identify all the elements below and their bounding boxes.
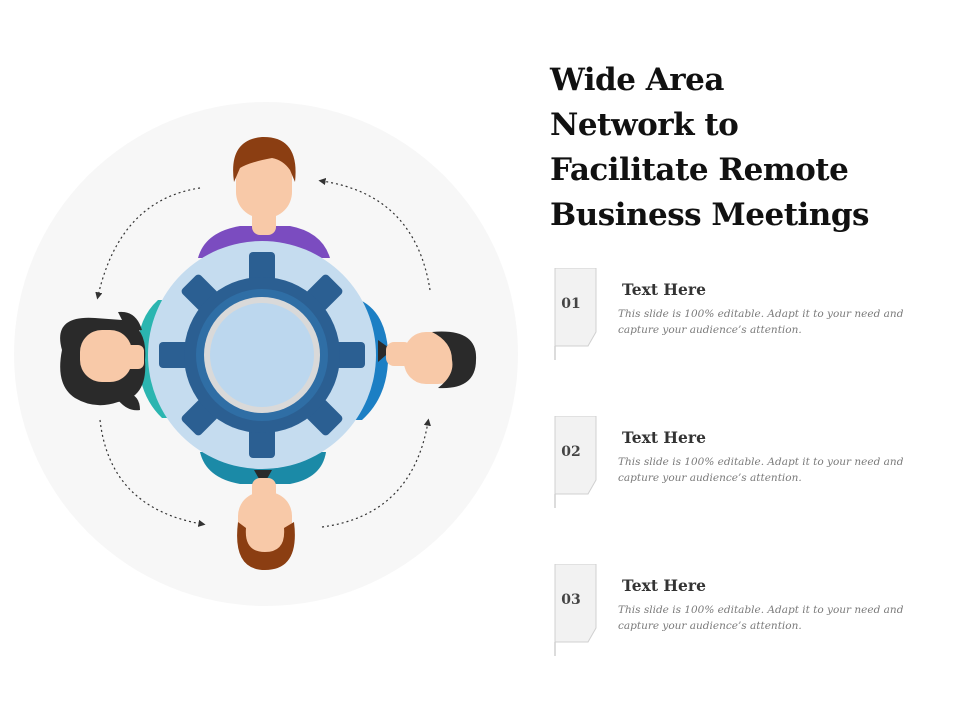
gear-icon	[159, 252, 365, 458]
item-number: 02	[561, 444, 581, 460]
slide-title: Wide Area Network to Facilitate Remote B…	[550, 58, 940, 238]
item-heading: Text Here	[622, 576, 706, 595]
number-card-icon	[554, 416, 597, 508]
item-number: 01	[561, 296, 581, 312]
item-description: This slide is 100% editable. Adapt it to…	[618, 308, 904, 336]
list-item: 01 Text Here This slide is 100% editable…	[554, 268, 934, 368]
list-item: 02 Text Here This slide is 100% editable…	[554, 416, 934, 516]
item-number: 03	[561, 592, 581, 608]
number-card-icon	[554, 564, 597, 656]
number-card-icon	[554, 268, 597, 360]
title-line: Facilitate Remote	[550, 152, 849, 188]
cycle-arrows-icon	[95, 177, 431, 528]
item-heading: Text Here	[622, 428, 706, 447]
title-line: Network to	[550, 107, 739, 143]
title-line: Business Meetings	[550, 197, 869, 233]
item-description: This slide is 100% editable. Adapt it to…	[618, 456, 904, 484]
item-heading: Text Here	[622, 280, 706, 299]
list-item: 03 Text Here This slide is 100% editable…	[554, 564, 934, 664]
item-description: This slide is 100% editable. Adapt it to…	[618, 604, 904, 632]
title-line: Wide Area	[550, 62, 724, 98]
meeting-illustration	[60, 136, 477, 570]
